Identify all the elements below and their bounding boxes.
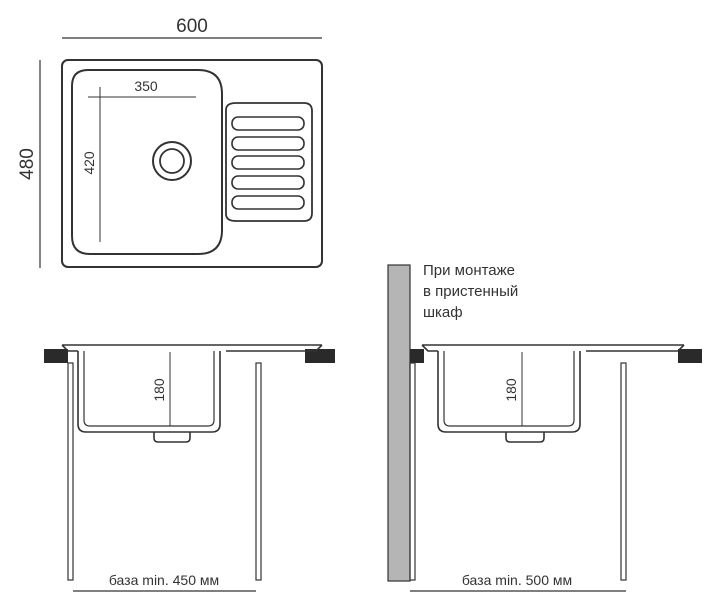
sink-rim-right bbox=[586, 344, 685, 352]
bowl-height-dimension-label: 420 bbox=[81, 151, 97, 175]
base-dimension-label: база min. 450 мм bbox=[109, 572, 219, 588]
drain-outlet bbox=[153, 432, 191, 443]
base-dimension-label: база min. 500 мм bbox=[462, 572, 572, 588]
cabinet-wall-right bbox=[620, 362, 627, 581]
drain-inner bbox=[159, 148, 185, 174]
top-view: 600 480 350 420 bbox=[17, 16, 323, 268]
bowl-section-outer bbox=[437, 351, 581, 433]
sink-outline bbox=[61, 59, 323, 268]
width-dimension-label: 600 bbox=[176, 16, 208, 37]
front-view-wall: При монтаже в пристенный шкаф 180 база m… bbox=[387, 262, 702, 592]
bowl-width-dimension-label: 350 bbox=[134, 78, 158, 94]
drain-outer bbox=[152, 141, 192, 181]
cabinet-wall-left bbox=[67, 362, 74, 581]
sink-rim-right bbox=[226, 344, 323, 352]
countertop-right bbox=[305, 349, 335, 363]
bowl-section-inner bbox=[443, 351, 575, 427]
drainboard-rib-5 bbox=[231, 195, 305, 210]
drainboard-rib-1 bbox=[231, 116, 305, 131]
drainboard-rib-2 bbox=[231, 136, 305, 151]
bowl-outline bbox=[71, 69, 223, 255]
countertop-left bbox=[410, 349, 424, 363]
depth-dimension-label: 180 bbox=[503, 378, 519, 402]
countertop-right bbox=[678, 349, 702, 363]
countertop-left bbox=[44, 349, 68, 363]
bowl-section-outer bbox=[77, 351, 221, 433]
sink-rim-left bbox=[61, 344, 78, 352]
height-dimension-label: 480 bbox=[17, 148, 38, 180]
wall-note-line-2: в пристенный bbox=[423, 283, 518, 300]
drain-outlet bbox=[505, 432, 545, 443]
wall-note-line-3: шкаф bbox=[423, 304, 463, 321]
drainboard-outline bbox=[225, 102, 313, 222]
front-view-standard: 180 база min. 450 мм bbox=[44, 344, 335, 592]
bowl-section-inner bbox=[83, 351, 215, 427]
depth-dimension-label: 180 bbox=[151, 378, 167, 402]
sink-rim-left bbox=[421, 344, 438, 352]
wall bbox=[387, 264, 411, 582]
cabinet-wall-right bbox=[255, 362, 262, 581]
wall-note-line-1: При монтаже bbox=[423, 262, 515, 279]
cabinet-wall-left bbox=[409, 362, 416, 581]
drainboard-rib-4 bbox=[231, 175, 305, 190]
drainboard-rib-3 bbox=[231, 155, 305, 170]
